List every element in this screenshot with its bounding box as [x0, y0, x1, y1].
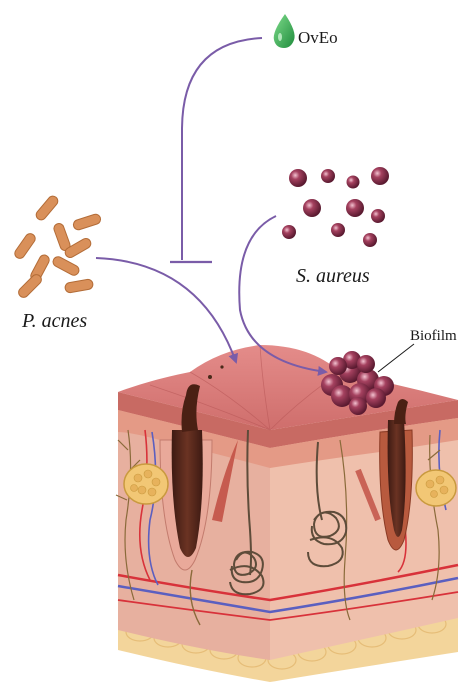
sebaceous-gland-left: [124, 464, 168, 504]
oveo-label: OvEo: [298, 28, 338, 47]
coccus-bacteria-icon: [289, 169, 307, 187]
coccus-bacteria-icon: [346, 199, 364, 217]
skin-cross-section: [116, 345, 458, 682]
coccus-bacteria-icon: [331, 223, 345, 237]
coccus-bacteria-icon: [371, 209, 385, 223]
coccus-bacteria-icon: [347, 176, 360, 189]
p-acnes-label: P. acnes: [21, 310, 87, 332]
biofilm-label: Biofilm: [410, 328, 457, 344]
coccus-bacteria-icon: [282, 225, 296, 239]
inhibition-arrow: [182, 38, 262, 260]
p-acnes-rods: [13, 194, 102, 299]
p-acnes-arrow: [96, 258, 236, 362]
rod-bacteria-icon: [51, 255, 80, 277]
s-aureus-cocci: [282, 167, 389, 247]
rod-bacteria-icon: [17, 273, 44, 300]
rod-bacteria-icon: [34, 194, 60, 222]
droplet-icon: [274, 14, 295, 48]
sebaceous-gland-right: [416, 470, 456, 506]
s-aureus-label: S. aureus: [296, 265, 370, 287]
biofilm-leader-line: [378, 344, 414, 372]
coccus-bacteria-icon: [321, 169, 335, 183]
coccus-bacteria-icon: [303, 199, 321, 217]
rod-bacteria-icon: [64, 279, 93, 294]
rod-bacteria-icon: [13, 232, 37, 261]
coccus-bacteria-icon: [363, 233, 377, 247]
rod-bacteria-icon: [72, 213, 102, 231]
coccus-bacteria-icon: [371, 167, 389, 185]
